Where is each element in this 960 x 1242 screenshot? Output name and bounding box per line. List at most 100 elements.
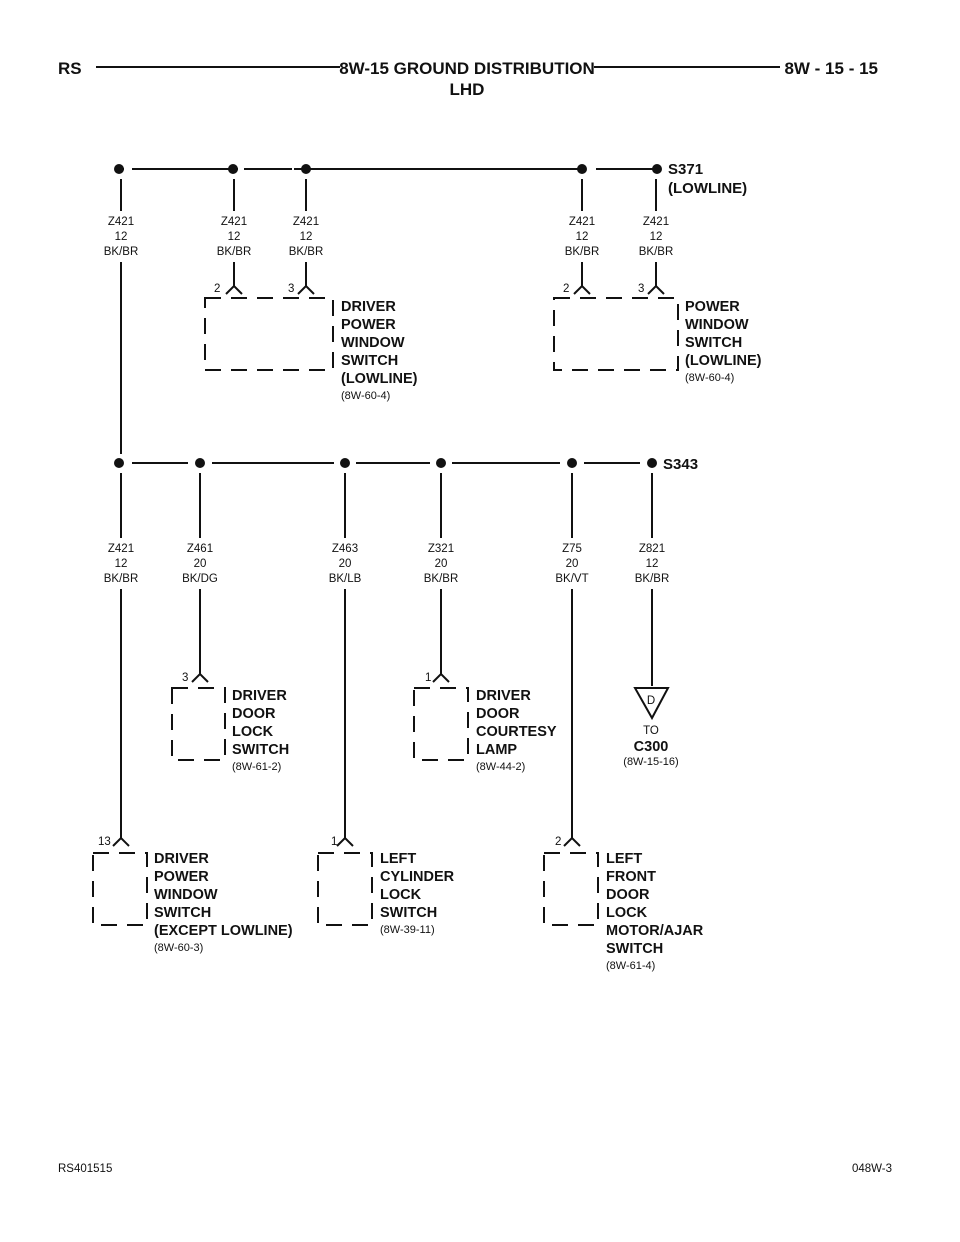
svg-text:SWITCH: SWITCH: [341, 353, 398, 369]
svg-text:LEFT: LEFT: [380, 851, 416, 867]
pin-number: 2: [555, 836, 561, 848]
svg-text:BK/BR: BK/BR: [424, 573, 459, 585]
svg-text:SWITCH: SWITCH: [154, 905, 211, 921]
svg-text:WINDOW: WINDOW: [341, 335, 405, 351]
wire-label-mid2: Z461 20 BK/DG: [182, 543, 218, 585]
svg-text:BK/BR: BK/BR: [639, 246, 674, 258]
svg-text:DRIVER: DRIVER: [232, 688, 287, 704]
reference-number: (8W-61-2): [232, 761, 281, 773]
splice-s343: S343: [114, 456, 698, 473]
svg-text:Z461: Z461: [187, 543, 213, 555]
svg-text:Z75: Z75: [562, 543, 582, 555]
svg-text:BK/LB: BK/LB: [329, 573, 362, 585]
lower-wires: [120, 589, 653, 838]
connector-triangle-icon: [633, 687, 670, 721]
header-subtitle: LHD: [450, 80, 485, 99]
reference-number: (8W-60-4): [341, 390, 390, 402]
wire-label-top3: Z421 12 BK/BR: [289, 216, 324, 258]
svg-text:LAMP: LAMP: [476, 742, 517, 758]
svg-text:BK/BR: BK/BR: [289, 246, 324, 258]
svg-text:SWITCH: SWITCH: [685, 335, 742, 351]
connector-outline: [553, 297, 679, 371]
svg-text:POWER: POWER: [154, 869, 209, 885]
svg-text:(EXCEPT LOWLINE): (EXCEPT LOWLINE): [154, 923, 293, 939]
pin-number: 1: [331, 836, 337, 848]
svg-text:POWER: POWER: [341, 317, 396, 333]
component-left-cylinder-lock-switch: 1 LEFT CYLINDER LOCK SWITCH (8W-39-11): [317, 836, 455, 936]
svg-text:LOCK: LOCK: [380, 887, 422, 903]
reference-number: (8W-44-2): [476, 761, 525, 773]
header-left: RS: [58, 59, 82, 78]
component-driver-door-lock-switch: 3 DRIVER DOOR LOCK SWITCH (8W-61-2): [171, 672, 289, 773]
svg-text:12: 12: [576, 231, 589, 243]
svg-text:LOCK: LOCK: [232, 724, 274, 740]
pin-terminal-icon: [112, 836, 130, 847]
connector-outline: [543, 852, 599, 926]
wire-label-mid1: Z421 12 BK/BR: [104, 543, 139, 585]
svg-text:POWER: POWER: [685, 299, 740, 315]
svg-text:LOCK: LOCK: [606, 905, 648, 921]
splice-dot: [301, 164, 311, 174]
splice-dot: [114, 458, 124, 468]
splice-dot: [652, 164, 662, 174]
pin-number: 3: [638, 283, 644, 295]
pin-number: 1: [425, 672, 431, 684]
svg-text:12: 12: [115, 558, 128, 570]
connector-to-label: TO: [643, 725, 659, 737]
svg-text:DOOR: DOOR: [476, 706, 520, 722]
pin-number: 13: [98, 836, 111, 848]
connector-outline: [317, 852, 373, 926]
wire-label-mid6: Z821 12 BK/BR: [635, 543, 670, 585]
svg-text:BK/BR: BK/BR: [635, 573, 670, 585]
svg-text:SWITCH: SWITCH: [232, 742, 289, 758]
svg-text:12: 12: [115, 231, 128, 243]
splice-s343-label: S343: [663, 456, 698, 473]
connector-outline: [204, 297, 334, 371]
svg-text:Z321: Z321: [428, 543, 454, 555]
splice-dot: [114, 164, 124, 174]
page-header: RS 8W-15 GROUND DISTRIBUTION 8W - 15 - 1…: [58, 59, 878, 99]
svg-text:(LOWLINE): (LOWLINE): [341, 371, 418, 387]
mid-wire-stubs: [120, 473, 653, 538]
pin-terminal-icon: [563, 836, 581, 847]
svg-text:12: 12: [228, 231, 241, 243]
svg-text:12: 12: [646, 558, 659, 570]
wire-label-top4: Z421 12 BK/BR: [565, 216, 600, 258]
svg-text:SWITCH: SWITCH: [380, 905, 437, 921]
page-footer: RS401515 048W-3: [58, 1163, 892, 1175]
splice-dot: [647, 458, 657, 468]
wire-label-top5: Z421 12 BK/BR: [639, 216, 674, 258]
wire-label-mid4: Z321 20 BK/BR: [424, 543, 459, 585]
wire-label-top1: Z421 12 BK/BR: [104, 216, 139, 258]
svg-text:WINDOW: WINDOW: [154, 887, 218, 903]
svg-text:12: 12: [650, 231, 663, 243]
top-connector-drops: [233, 262, 657, 286]
svg-text:BK/VT: BK/VT: [555, 573, 588, 585]
svg-text:Z421: Z421: [643, 216, 669, 228]
connector-c300: D TO C300 (8W-15-16): [623, 687, 679, 768]
splice-dot: [436, 458, 446, 468]
svg-text:Z821: Z821: [639, 543, 665, 555]
svg-text:DRIVER: DRIVER: [154, 851, 209, 867]
svg-text:LEFT: LEFT: [606, 851, 642, 867]
svg-text:Z421: Z421: [221, 216, 247, 228]
pin-terminal-icon: [647, 284, 665, 295]
pin-number: 3: [182, 672, 188, 684]
header-page-number: 8W - 15 - 15: [784, 59, 878, 78]
reference-number: (8W-15-16): [623, 756, 678, 768]
svg-text:20: 20: [566, 558, 579, 570]
footer-right-code: 048W-3: [852, 1163, 892, 1175]
splice-dot: [340, 458, 350, 468]
header-title: 8W-15 GROUND DISTRIBUTION: [339, 59, 595, 78]
connector-outline: [171, 687, 226, 761]
splice-dot: [195, 458, 205, 468]
svg-text:(LOWLINE): (LOWLINE): [685, 353, 762, 369]
component-driver-door-courtesy-lamp: 1 DRIVER DOOR COURTESY LAMP (8W-44-2): [413, 672, 557, 773]
reference-number: (8W-60-4): [685, 372, 734, 384]
svg-text:20: 20: [435, 558, 448, 570]
pin-terminal-icon: [225, 284, 243, 295]
svg-text:20: 20: [339, 558, 352, 570]
wire-label-mid3: Z463 20 BK/LB: [329, 543, 362, 585]
pin-terminal-icon: [297, 284, 315, 295]
